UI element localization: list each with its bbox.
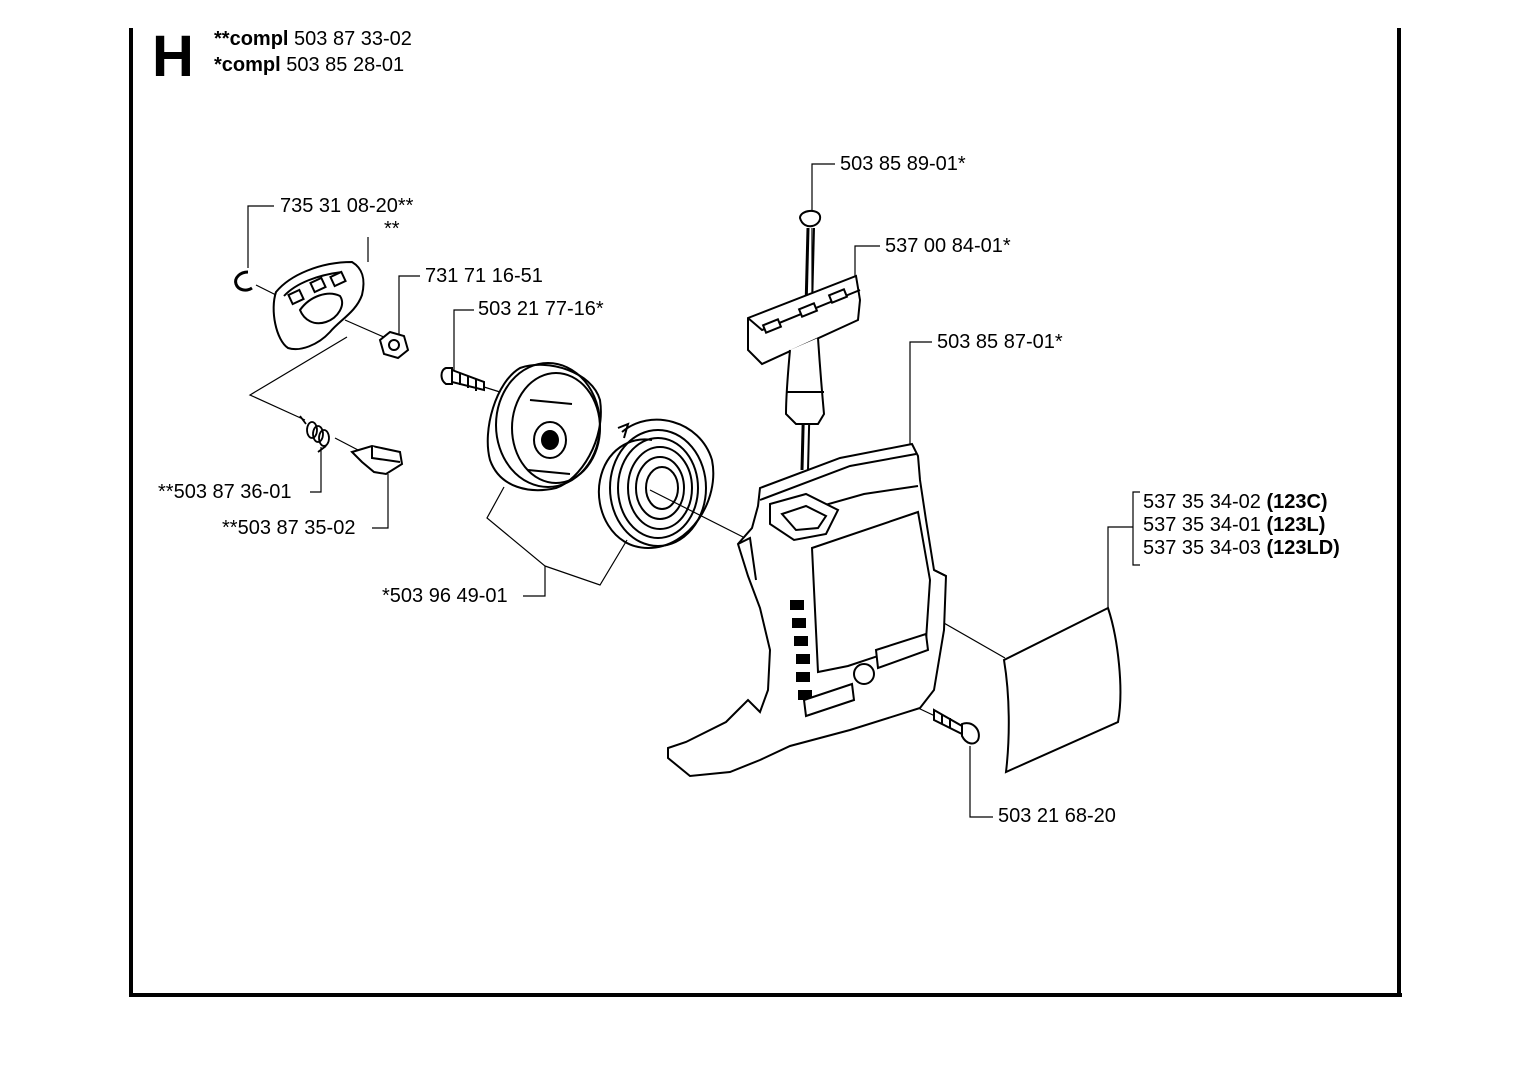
starter-housing	[667, 442, 948, 778]
part-label: *503 96 49-01	[382, 585, 508, 607]
rope-pulley	[486, 362, 602, 492]
variant-row: 537 35 34-01 (123L)	[1143, 514, 1325, 537]
assembly-prefix: *compl	[214, 54, 281, 76]
part-label: **	[384, 218, 400, 240]
decal	[1002, 606, 1122, 774]
variant-number: 537 35 34-01	[1143, 514, 1261, 536]
housing-screw	[933, 708, 980, 745]
pawl-spring	[299, 415, 330, 453]
variant-number: 537 35 34-02	[1143, 491, 1261, 513]
retaining-ring	[234, 270, 253, 292]
part-label: 735 31 08-20**	[280, 195, 414, 217]
recoil-spring	[597, 418, 715, 550]
part-label: 731 71 16-51	[425, 265, 543, 287]
variant-row: 537 35 34-02 (123C)	[1143, 491, 1328, 514]
variant-model: (123C)	[1266, 491, 1328, 513]
part-label: **503 87 35-02	[222, 517, 356, 539]
variant-model: (123LD)	[1266, 537, 1340, 559]
assembly-prefix: **compl	[214, 28, 289, 50]
part-label: 537 00 84-01*	[885, 235, 1011, 257]
part-label: 503 85 87-01*	[937, 331, 1063, 353]
variant-number: 537 35 34-03	[1143, 537, 1261, 559]
starter-handle	[747, 210, 862, 471]
part-label: 503 85 89-01*	[840, 153, 966, 175]
cover-plate	[272, 260, 365, 351]
assembly-number: 503 87 33-02	[294, 28, 412, 50]
leader-lines	[247, 163, 1140, 818]
part-label: 503 21 77-16*	[478, 298, 604, 320]
assembly-line-1: **compl 503 87 33-02	[214, 28, 412, 51]
part-label: 503 21 68-20	[998, 805, 1116, 827]
variant-row: 537 35 34-03 (123LD)	[1143, 537, 1340, 560]
page-frame	[129, 28, 1402, 997]
nut	[378, 330, 410, 360]
assembly-number: 503 85 28-01	[286, 54, 405, 76]
part-label: **503 87 36-01	[158, 481, 292, 503]
assembly-line-2: *compl 503 85 28-01	[214, 54, 404, 77]
pulley-screw	[440, 367, 485, 392]
pawl	[350, 444, 404, 476]
section-letter: H	[152, 24, 194, 89]
variant-model: (123L)	[1266, 514, 1326, 536]
